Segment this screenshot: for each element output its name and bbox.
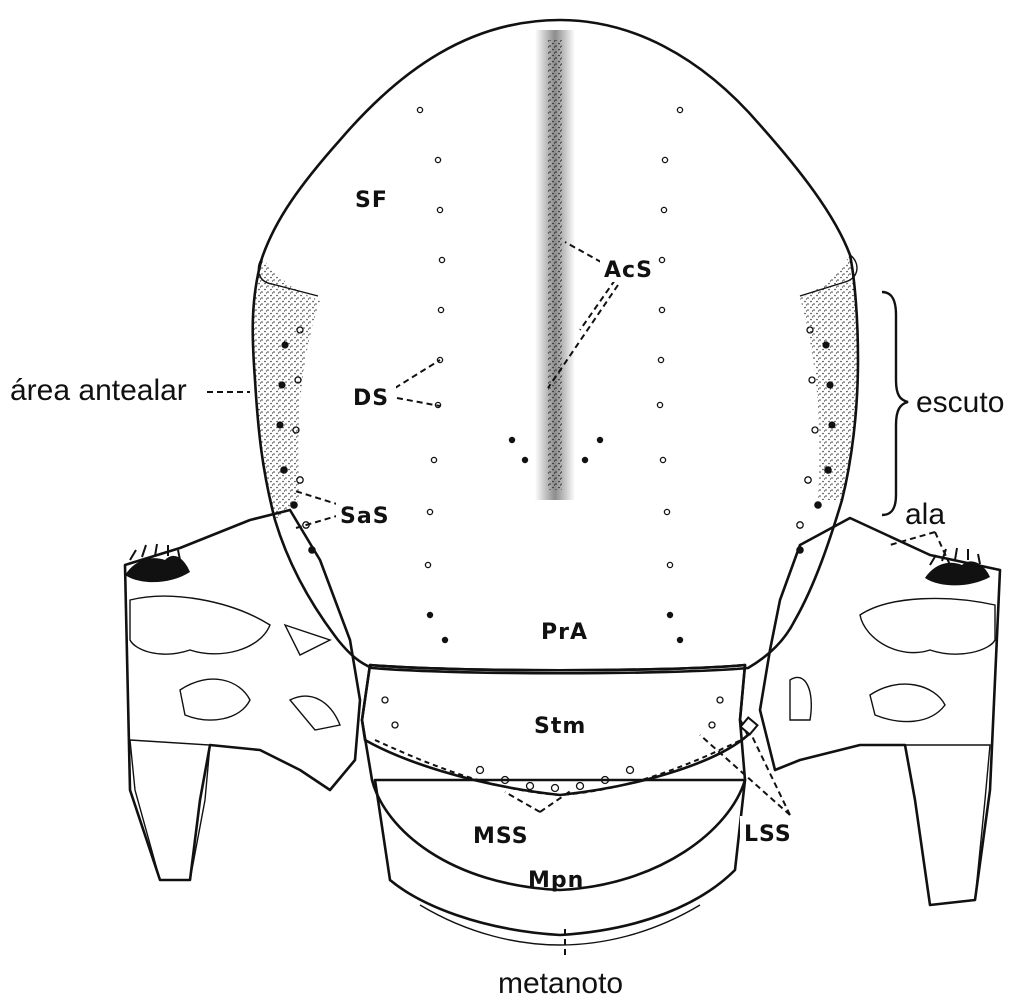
label-sf: SF bbox=[355, 188, 388, 213]
label-sas: SaS bbox=[340, 504, 390, 529]
label-ala: ala bbox=[905, 498, 945, 531]
metanotum-lower-rim bbox=[420, 905, 700, 945]
label-mss: MSS bbox=[473, 824, 529, 849]
lateral-scutellar-seta-socket bbox=[741, 718, 758, 735]
right-wing-base bbox=[925, 548, 990, 585]
label-acs: AcS bbox=[604, 258, 653, 283]
label-area-antealar: área antealar bbox=[10, 374, 187, 407]
label-metanoto: metanoto bbox=[498, 967, 623, 1000]
label-mpn: Mpn bbox=[528, 868, 584, 893]
label-escuto: escuto bbox=[916, 386, 1004, 419]
structure-labels: SF AcS DS SaS PrA Stm MSS LSS Mpn bbox=[336, 182, 824, 893]
scutellar-sockets bbox=[382, 697, 723, 792]
scutellum bbox=[362, 665, 745, 890]
antealar-area-left bbox=[253, 258, 320, 520]
label-ds: DS bbox=[353, 386, 389, 411]
escuto-brace bbox=[882, 292, 908, 515]
acrostichal-stripe-core bbox=[548, 40, 562, 490]
label-lss: LSS bbox=[744, 822, 792, 847]
antealar-area-right bbox=[800, 255, 858, 500]
label-stm: Stm bbox=[534, 714, 586, 739]
external-labels: área antealar escuto ala metanoto bbox=[10, 374, 1004, 1000]
label-pra: PrA bbox=[541, 620, 588, 645]
